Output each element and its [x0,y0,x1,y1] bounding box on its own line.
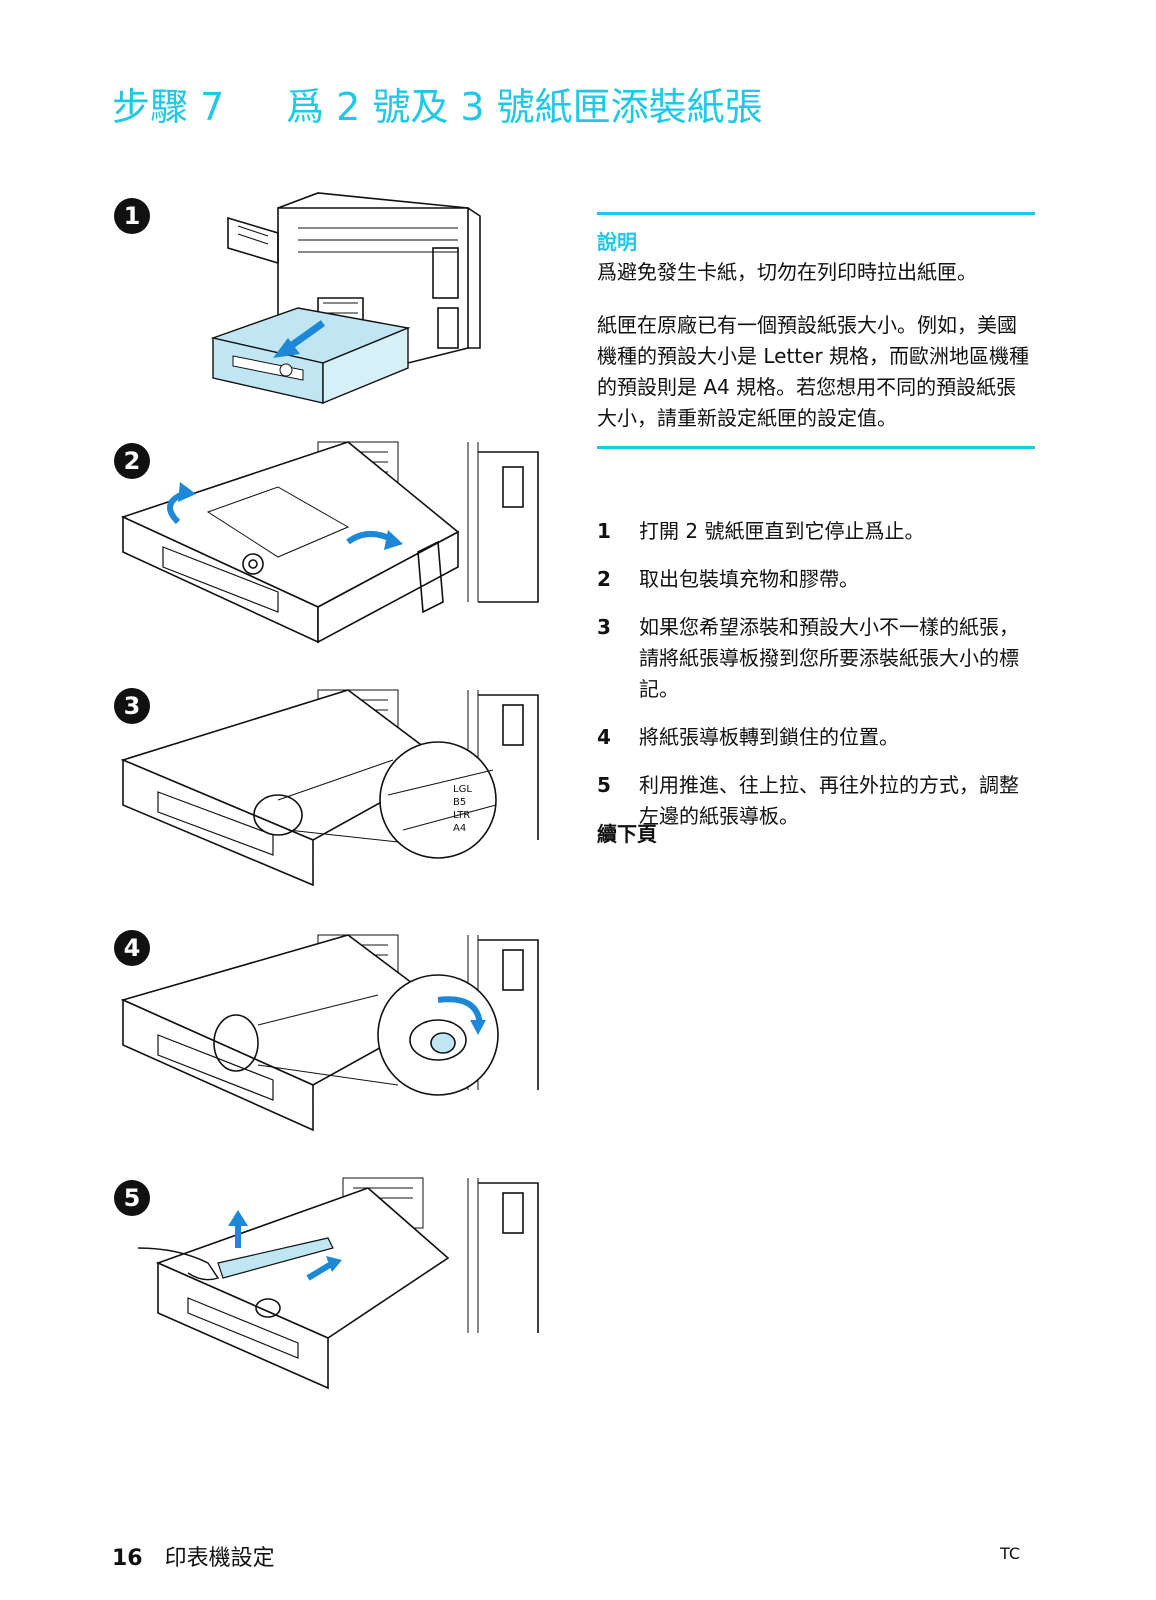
step-number: 4 [597,725,611,749]
step-item: 5 利用推進、往上拉、再往外拉的方式，調整左邊的紙張導板。 [597,770,1037,832]
language-code: TC [1000,1544,1021,1563]
size-mark-b5: B5 [453,797,466,808]
page-title: 步驟 7 爲 2 號及 3 號紙匣添裝紙張 [112,82,763,132]
section-name: 印表機設定 [164,1546,275,1571]
remove-packing-tape-icon [120,441,539,644]
figure-number-badge: 4 [114,930,150,966]
step-text: 取出包裝填充物和膠帶。 [639,567,859,591]
guide-lock-rotate-icon [120,934,539,1132]
step-text: 利用推進、往上拉、再往外拉的方式，調整左邊的紙張導板。 [639,773,1019,828]
step-item: 3 如果您希望添裝和預設大小不一樣的紙張，請將紙張導板撥到您所要添裝紙張大小的標… [597,612,1037,705]
title-text: 爲 2 號及 3 號紙匣添裝紙張 [286,85,763,129]
continued-label: 續下頁 [597,822,657,846]
figure-number-badge: 1 [114,198,150,234]
figure-2-packing-illustration [118,432,558,652]
adjust-left-guide-icon [137,1177,539,1390]
footer-page-info: 16 印表機設定 [112,1540,275,1572]
step-item: 4 將紙張導板轉到鎖住的位置。 [597,722,1037,753]
paper-guide-size-marks-icon: LGL B5 LTR A4 [120,689,539,887]
step-text: 將紙張導板轉到鎖住的位置。 [639,725,899,749]
note-paragraph-1: 爲避免發生卡紙，切勿在列印時拉出紙匣。 [597,260,977,284]
instruction-steps: 1 打開 2 號紙匣直到它停止爲止。 2 取出包裝填充物和膠帶。 3 如果您希望… [597,516,1037,849]
step-number: 5 [597,773,611,797]
figure-number-badge: 2 [114,443,150,479]
printer-tray-pull-out-icon [210,192,481,405]
step-number: 3 [597,615,611,639]
step-number: 2 [597,567,611,591]
step-item: 1 打開 2 號紙匣直到它停止爲止。 [597,516,1037,547]
size-mark-ltr: LTR [453,810,470,821]
step-text: 如果您希望添裝和預設大小不一樣的紙張，請將紙張導板撥到您所要添裝紙張大小的標記。 [639,615,1019,701]
figure-5-adjust-guide-illustration [118,1168,558,1393]
step-item: 2 取出包裝填充物和膠帶。 [597,564,1037,595]
figure-number-badge: 3 [114,688,150,724]
size-mark-lgl: LGL [453,784,472,795]
step-label: 步驟 7 [112,85,225,129]
page-number: 16 [112,1546,143,1571]
step-number: 1 [597,519,611,543]
note-paragraph-2: 紙匣在原廠已有一個預設紙張大小。例如，美國機種的預設大小是 Letter 規格，… [597,313,1030,430]
step-text: 打開 2 號紙匣直到它停止爲止。 [639,519,925,543]
figure-1-printer-tray-illustration [118,188,488,418]
size-mark-a4: A4 [453,823,466,834]
note-heading: 說明 [597,230,637,254]
note-box: 說明 爲避免發生卡紙，切勿在列印時拉出紙匣。 紙匣在原廠已有一個預設紙張大小。例… [597,212,1035,449]
figure-3-guide-marks-illustration: LGL B5 LTR A4 [118,680,558,895]
figure-number-badge: 5 [114,1180,150,1216]
figure-4-lock-rotate-illustration [118,925,558,1140]
